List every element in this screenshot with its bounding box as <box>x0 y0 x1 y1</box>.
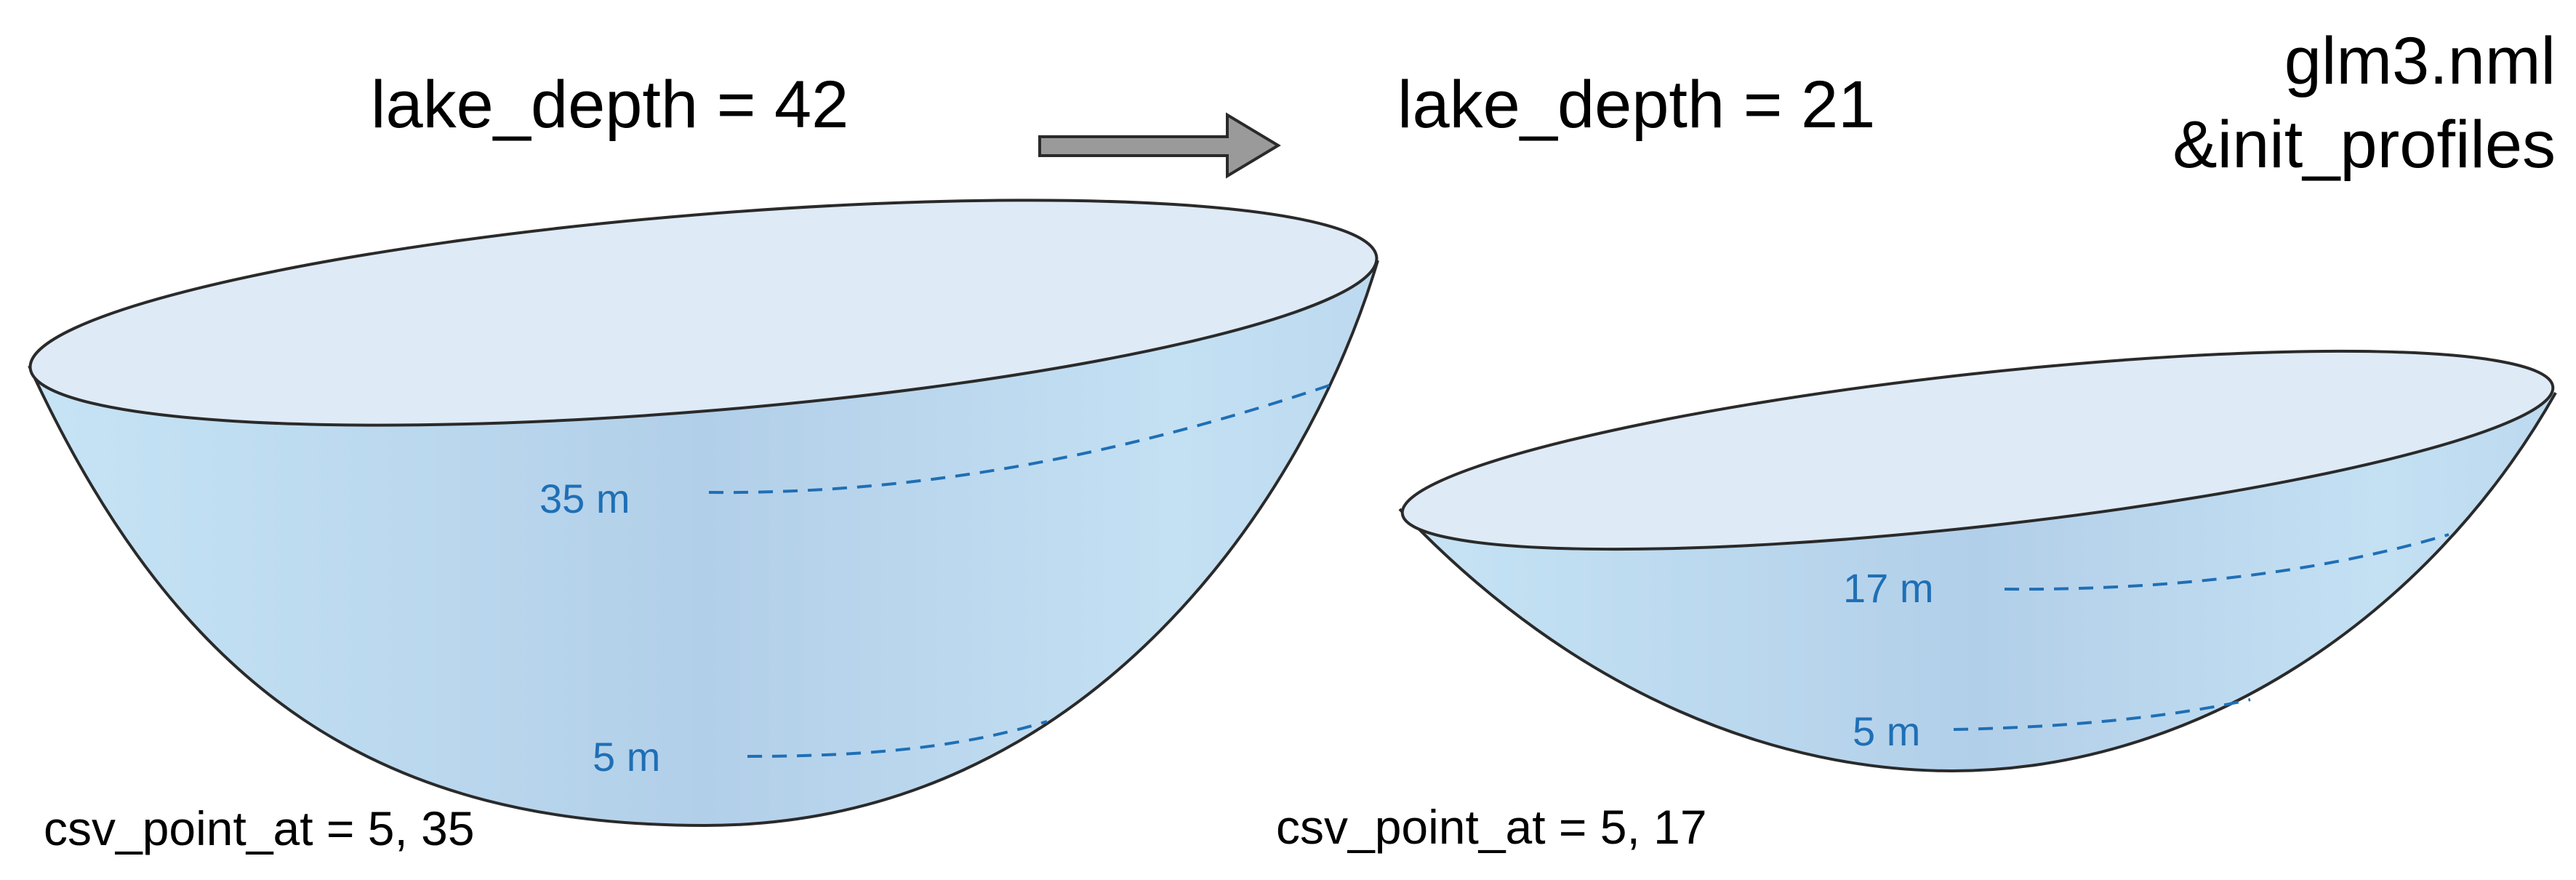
basin-outline-after <box>1398 392 2557 773</box>
lake-surface-before <box>28 199 1379 427</box>
lake-surface-after <box>1400 349 2555 551</box>
lake-depth-before-label: lake_depth = 42 <box>371 68 848 142</box>
depth-label-5m-after: 5 m <box>1853 708 1920 754</box>
depth-label-35m: 35 m <box>539 476 630 521</box>
depth-line-5m-before <box>747 720 1048 758</box>
depth-label-17m: 17 m <box>1843 565 1934 611</box>
csv-point-after-label: csv_point_at = 5, 17 <box>1276 800 1707 854</box>
lake-basin-after: 17 m 5 m <box>1398 349 2557 773</box>
file-title-line2: &init_profiles <box>2172 108 2556 182</box>
depth-line-35m <box>708 384 1330 495</box>
right-arrow-icon <box>1038 112 1281 179</box>
lake-depth-after-label: lake_depth = 21 <box>1397 68 1875 142</box>
file-title-line1: glm3.nml <box>2284 24 2556 98</box>
csv-point-before-label: csv_point_at = 5, 35 <box>44 801 475 855</box>
basin-outline-before <box>28 260 1379 828</box>
lake-basin-before: 35 m 5 m <box>28 199 1379 828</box>
depth-label-5m-before: 5 m <box>593 734 660 780</box>
